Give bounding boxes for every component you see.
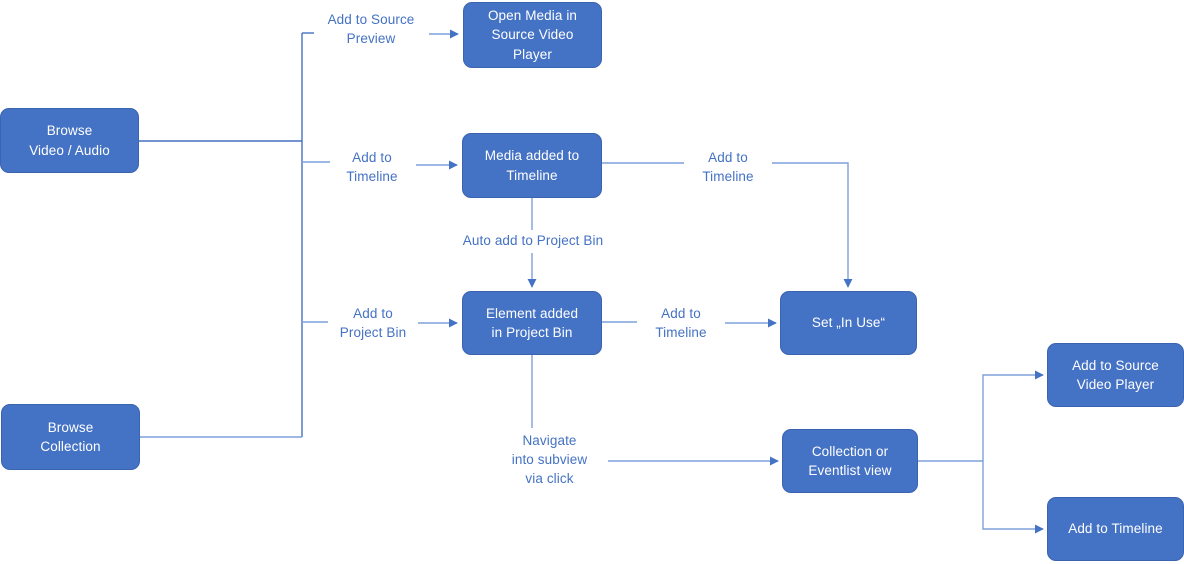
node-browse-collection[interactable]: Browse Collection bbox=[1, 404, 140, 470]
edge-label-add-to-timeline-from-browse: Add to Timeline bbox=[346, 150, 398, 185]
node-element-added-in-project-bin[interactable]: Element added in Project Bin bbox=[462, 291, 602, 355]
edge-label-auto-add-to-project-bin: Auto add to Project Bin bbox=[462, 233, 604, 248]
edge-label-add-to-timeline-from-bin: Add to Timeline bbox=[655, 306, 707, 341]
wire-media-timeline-to-set-in-use bbox=[772, 162, 853, 288]
node-open-media-in-source-video-player[interactable]: Open Media in Source Video Player bbox=[463, 2, 602, 68]
edge-label-add-to-source-preview: Add to Source Preview bbox=[327, 12, 415, 47]
node-set-in-use[interactable]: Set „In Use“ bbox=[780, 291, 917, 355]
node-media-added-to-timeline[interactable]: Media added to Timeline bbox=[462, 133, 602, 198]
edge-label-add-to-project-bin: Add to Project Bin bbox=[339, 306, 407, 341]
node-collection-or-eventlist-view[interactable]: Collection or Eventlist view bbox=[782, 429, 918, 493]
edge-label-add-to-timeline-from-media: Add to Timeline bbox=[702, 150, 754, 185]
node-browse-video-audio[interactable]: Browse Video / Audio bbox=[0, 108, 139, 173]
edge-label-navigate-into-subview: Navigate into subview via click bbox=[511, 433, 588, 487]
node-add-to-timeline[interactable]: Add to Timeline bbox=[1047, 497, 1184, 561]
node-add-to-source-video-player[interactable]: Add to Source Video Player bbox=[1047, 343, 1184, 407]
wire-collection-to-source-player bbox=[982, 370, 1044, 461]
wire-collection-to-add-timeline bbox=[982, 461, 1044, 534]
